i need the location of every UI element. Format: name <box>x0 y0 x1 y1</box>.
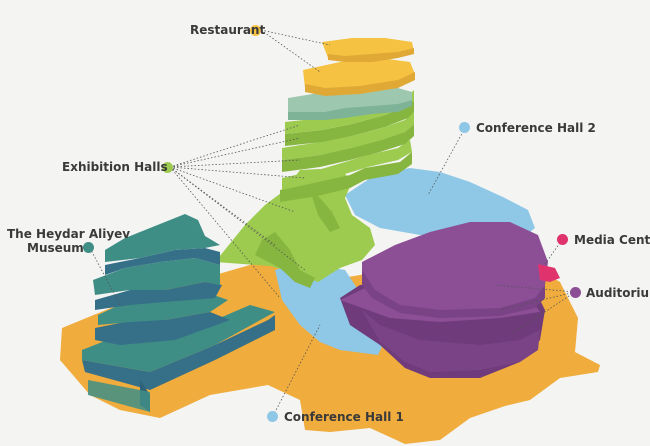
leader-auditorium-3 <box>509 291 576 336</box>
exhibition-slabs <box>280 90 414 202</box>
leader-exhibition-1 <box>169 124 301 168</box>
exhibition-base-shade-2 <box>310 190 340 232</box>
leader-auditorium-1 <box>494 284 576 293</box>
leader-exhibition-8 <box>169 166 281 299</box>
leader-conf1 <box>272 324 321 417</box>
leader-exhibition-3 <box>169 159 301 168</box>
leader-restaurant-1 <box>260 29 331 46</box>
leader-exhibition-7 <box>169 166 306 271</box>
conference-hall-2-label: Conference Hall 2 <box>476 121 596 135</box>
museum-shape <box>82 214 275 412</box>
leader-exhibition-4 <box>169 166 306 179</box>
museum-label-line2: Museum <box>27 241 84 255</box>
conference-hall-1-label: Conference Hall 1 <box>284 410 404 424</box>
exhibition-base <box>215 168 375 282</box>
museum-label-line1: The Heydar Aliyev <box>7 227 131 241</box>
leader-conf2 <box>427 127 466 196</box>
leader-lines <box>89 29 576 417</box>
media-center-label: Media Center <box>574 233 650 247</box>
leader-exhibition-2 <box>169 137 301 168</box>
leader-restaurant-2 <box>260 29 321 73</box>
upper-floor-teal-edge <box>288 100 412 120</box>
restaurant-label: Restaurant <box>190 23 266 37</box>
auditorium-dot <box>570 287 581 298</box>
auditorium-label: Auditorium <box>586 286 650 300</box>
conference-hall-1-dot <box>267 411 278 422</box>
museum-dot <box>83 242 94 253</box>
exhibition-halls-dot <box>162 162 173 173</box>
leader-exhibition-5 <box>169 166 296 213</box>
auditorium-shape <box>340 222 548 378</box>
conference-hall-2-dot <box>459 122 470 133</box>
leader-museum <box>89 247 121 306</box>
restaurant-shape <box>303 38 415 96</box>
media-center-dot <box>557 234 568 245</box>
media-center-shape <box>538 264 560 282</box>
leader-auditorium-2 <box>499 291 576 311</box>
exhibition-base-shade <box>255 232 315 288</box>
restaurant-dot <box>250 25 261 36</box>
exhibition-halls-label: Exhibition Halls <box>62 160 168 174</box>
